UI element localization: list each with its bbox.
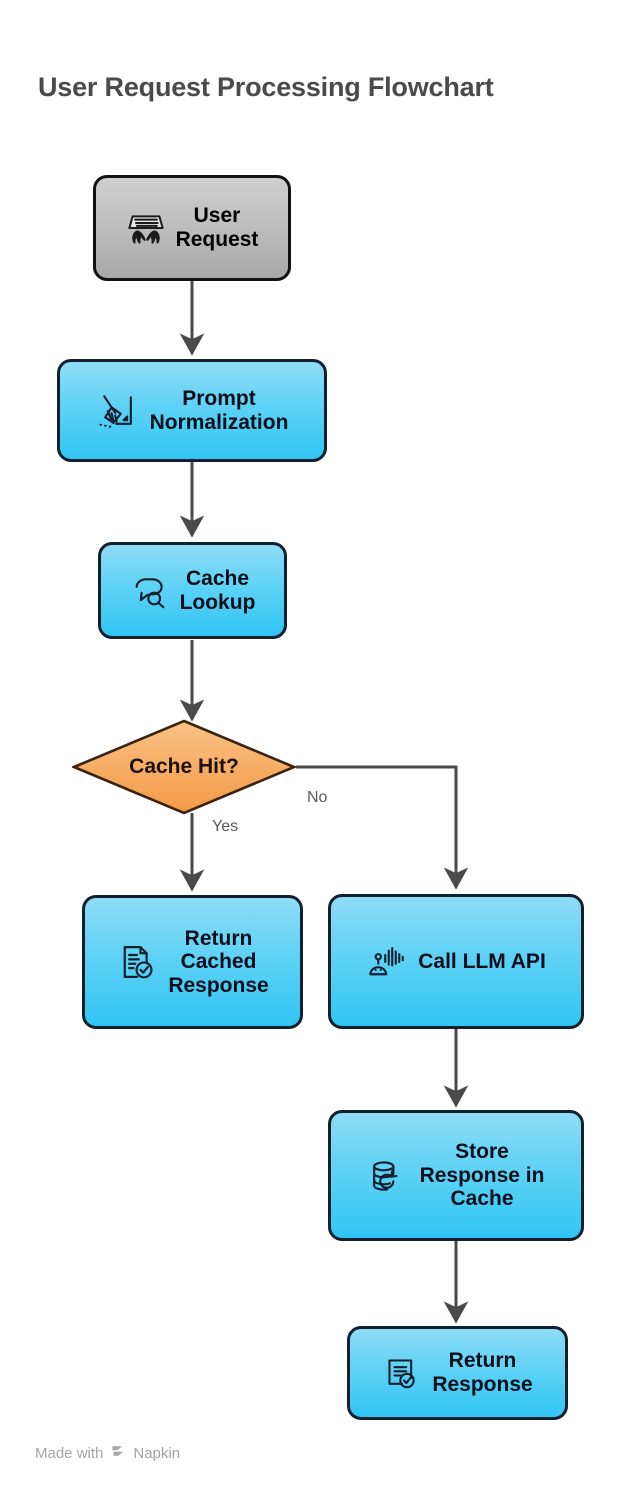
node-label: User Request (175, 204, 259, 251)
edge-label-yes: Yes (212, 818, 239, 835)
made-with-label: Made with (35, 1444, 104, 1462)
page-title: User Request Processing Flowchart (38, 72, 494, 102)
node-label: Cache Lookup (179, 566, 256, 614)
edge-label-no: No (307, 789, 328, 806)
node-label: Cache Hit? (129, 755, 239, 778)
document-check-icon (116, 941, 158, 983)
node-label: Call LLM API (418, 949, 546, 973)
node-store-response-in-cache[interactable]: Store Response in Cache (328, 1110, 584, 1241)
node-cache-hit[interactable]: Cache Hit? (72, 719, 296, 815)
node-return-response[interactable]: Return Response (347, 1326, 568, 1420)
robot-ai-icon (366, 941, 408, 983)
node-call-llm-api[interactable]: Call LLM API (328, 894, 584, 1029)
broom-cleanup-icon (96, 389, 140, 433)
node-label: Return Cached Response (168, 926, 269, 997)
document-check-icon (382, 1353, 422, 1393)
node-prompt-normalization[interactable]: Prompt Normalization (57, 359, 327, 462)
node-label: Return Response (432, 1349, 533, 1396)
napkin-logo-icon (110, 1443, 126, 1463)
node-cache-lookup[interactable]: Cache Lookup (98, 542, 287, 639)
napkin-brand-label: Napkin (133, 1444, 181, 1462)
chat-search-icon (130, 571, 170, 611)
node-label: Store Response in Cache (419, 1140, 545, 1211)
node-label: Prompt Normalization (149, 386, 289, 434)
node-user-request[interactable]: User Request (93, 175, 291, 281)
footer-watermark[interactable]: Made with Napkin (35, 1443, 180, 1463)
node-return-cached-response[interactable]: Return Cached Response (82, 895, 303, 1029)
edge-cache-hit-no-to-call-llm-api (296, 765, 469, 890)
user-keyboard-icon (126, 208, 166, 248)
database-refresh-icon (368, 1155, 410, 1197)
